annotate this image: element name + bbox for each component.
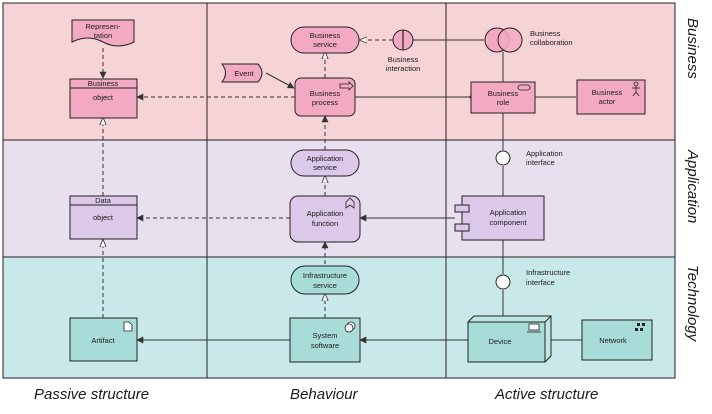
business-process-label-2: process <box>312 98 339 107</box>
column-label-passive: Passive structure <box>34 386 149 403</box>
representation-label-2: tation <box>94 31 112 40</box>
business-interaction-label-2: interaction <box>386 64 421 73</box>
business-service-node: Business service <box>290 26 360 54</box>
business-collaboration-label-2: collaboration <box>530 38 573 47</box>
business-interaction-label-1: Business <box>388 55 419 64</box>
network-node: Network <box>581 319 653 361</box>
layer-label-application: Application <box>684 149 701 223</box>
business-service-label-1: Business <box>310 31 341 40</box>
infrastructure-service-node: Infrastructure service <box>290 265 360 295</box>
application-function-label-1: Application <box>307 209 344 218</box>
business-actor-label-2: actor <box>599 97 616 106</box>
infrastructure-interface-node: Infrastructure interface <box>495 268 570 290</box>
system-software-node: System software <box>289 317 361 363</box>
role-icon <box>517 84 531 91</box>
data-object-label-2: object <box>93 213 114 222</box>
representation-node: Represen- tation <box>71 19 135 47</box>
event-label: Event <box>234 69 254 78</box>
layer-label-business: Business <box>684 18 701 79</box>
system-software-label-2: software <box>311 341 339 350</box>
artifact-label: Artifact <box>91 336 115 345</box>
application-service-label-1: Application <box>307 154 344 163</box>
device-node: Device <box>467 315 552 363</box>
application-interface-label-2: interface <box>526 158 555 167</box>
infrastructure-interface-label-1: Infrastructure <box>526 268 570 277</box>
device-icon <box>527 323 541 333</box>
infrastructure-service-label-2: service <box>313 281 337 290</box>
business-process-label-1: Business <box>310 89 341 98</box>
device-label: Device <box>489 337 512 346</box>
artifact-node: Artifact <box>69 317 138 362</box>
business-role-node: Business role <box>470 81 536 114</box>
business-service-label-2: service <box>313 40 337 49</box>
business-object-node: Business object <box>69 78 138 119</box>
process-arrow-icon <box>339 81 354 91</box>
application-component-label-2: component <box>489 218 527 227</box>
system-software-icon <box>344 321 356 333</box>
business-collaboration-label-1: Business <box>530 29 561 38</box>
function-icon <box>345 197 355 209</box>
data-object-node: Data object <box>69 195 138 240</box>
application-interface-node: Application interface <box>495 149 563 167</box>
representation-label-1: Represen- <box>85 22 121 31</box>
layer-label-technology: Technology <box>684 265 701 343</box>
business-actor-node: Business actor <box>576 79 646 115</box>
event-node: Event <box>220 63 263 83</box>
business-process-node: Business process <box>294 77 356 117</box>
diagram-edges <box>103 40 582 344</box>
business-collaboration-node: Business collaboration <box>484 27 573 53</box>
business-role-label-1: Business <box>488 89 519 98</box>
business-interaction-node: Business interaction <box>386 29 421 73</box>
column-label-active: Active structure <box>494 386 598 403</box>
column-label-behaviour: Behaviour <box>290 386 359 403</box>
artifact-icon <box>123 321 133 332</box>
data-object-label-1: Data <box>95 196 112 205</box>
application-service-node: Application service <box>290 149 360 177</box>
infrastructure-service-label-1: Infrastructure <box>303 271 347 280</box>
actor-icon <box>632 81 640 97</box>
application-function-node: Application function <box>289 195 361 243</box>
grid-lines <box>2 2 676 379</box>
business-object-label-2: object <box>93 93 114 102</box>
business-role-label-2: role <box>497 98 510 107</box>
system-software-label-1: System <box>312 331 337 340</box>
application-interface-label-1: Application <box>526 149 563 158</box>
infrastructure-interface-label-2: interface <box>526 278 555 287</box>
application-component-label-1: Application <box>490 208 527 217</box>
application-service-label-2: service <box>313 163 337 172</box>
business-object-label-1: Business <box>88 79 119 88</box>
business-actor-label-1: Business <box>592 88 623 97</box>
application-component-node: Application component <box>454 195 545 241</box>
network-icon <box>635 323 645 331</box>
network-label: Network <box>599 336 627 345</box>
application-function-label-2: function <box>312 219 338 228</box>
